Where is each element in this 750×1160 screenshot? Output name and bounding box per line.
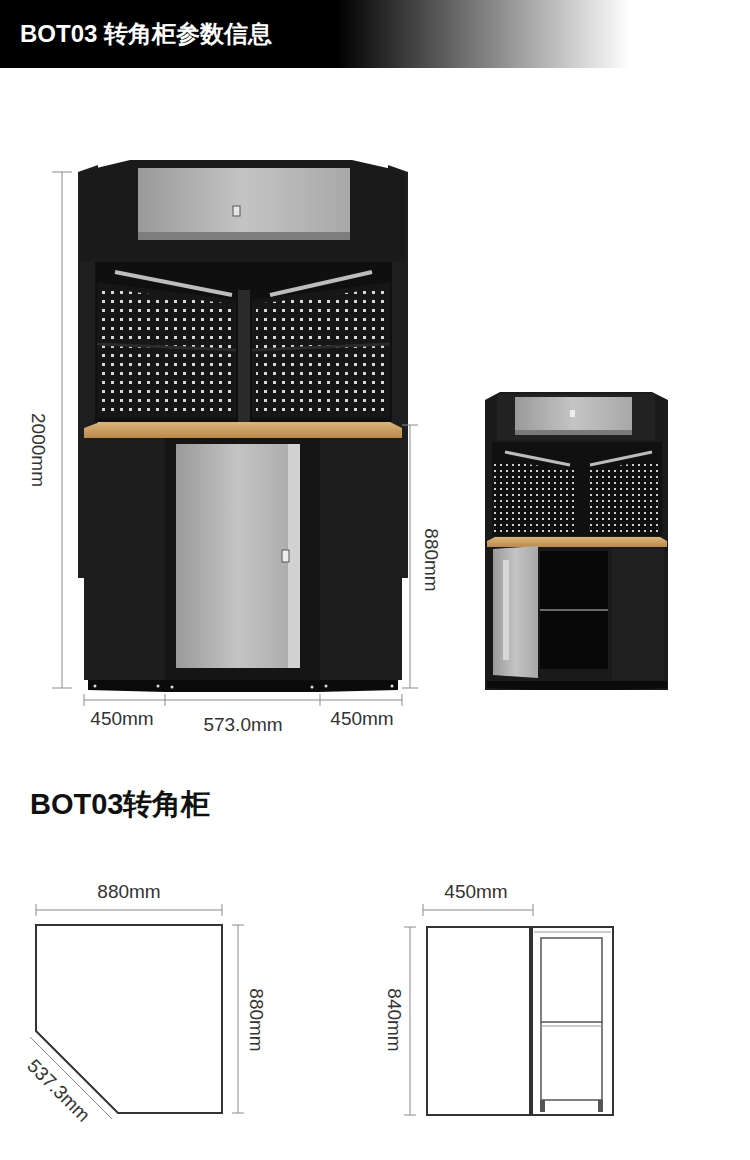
plan-dimension-lines-part: [232, 1113, 244, 1114]
cabinet-photo-part: [157, 685, 160, 688]
open-cabinet-photo-part: [515, 397, 632, 430]
cabinet-photo-part: [84, 422, 402, 438]
cabinet-photo-part: [320, 438, 402, 680]
dimension-label: 880mm: [421, 528, 442, 591]
side-view-part: [541, 938, 602, 1100]
cabinet-photo-part: [391, 685, 394, 688]
dimension-label: 2000mm: [28, 413, 49, 487]
cabinet-photo-part: [252, 282, 390, 418]
section-heading: BOT03转角柜: [30, 789, 210, 821]
open-cabinet-photo-part: [487, 681, 667, 690]
side-view-part: [532, 927, 613, 1115]
cabinet-photo-part: [84, 438, 402, 680]
open-cabinet-photo-part: [487, 537, 667, 547]
dimension-label: 880mm: [97, 882, 160, 903]
plan-dimension-lines-part: [36, 904, 37, 916]
open-cabinet-photo-part: [612, 549, 664, 680]
page-title: BOT03 转角柜参数信息: [20, 21, 272, 47]
dimension-lines-part: [402, 425, 418, 426]
dimension-lines-part: [165, 694, 166, 706]
dimension-lines-part: [410, 425, 411, 688]
dimension-label: 450mm: [330, 709, 393, 730]
header-band: [0, 0, 750, 68]
side-dimension-lines-part: [404, 1115, 416, 1116]
cabinet-photo-part: [97, 282, 236, 418]
open-cabinet-photo-part: [586, 460, 660, 534]
open-cabinet-photo-part: [497, 394, 655, 440]
open-cabinet-photo-part: [493, 546, 538, 678]
dimension-label: 880mm: [246, 988, 267, 1051]
cabinet-photo-part: [288, 444, 300, 668]
plan-dimension-lines-part: [222, 904, 223, 916]
side-dimension-lines-part: [423, 910, 533, 911]
cabinet-photo-part: [88, 680, 398, 692]
side-dimension-lines-part: [423, 904, 424, 916]
cabinet-photo-part: [84, 438, 165, 680]
dimension-label: 840mm: [384, 988, 405, 1051]
open-cabinet-photo-part: [492, 442, 662, 536]
open-cabinet-photo-part: [487, 547, 667, 681]
cabinet-photo-part: [256, 288, 386, 414]
cabinet-photo-part: [97, 344, 236, 350]
open-cabinet-photo-part: [485, 392, 668, 690]
dimension-lines-part: [84, 700, 402, 701]
dimension-label: 537.3mm: [23, 1056, 94, 1127]
dimension-lines-part: [402, 694, 403, 706]
cabinet-photo-part: [176, 444, 300, 668]
side-view-part: [534, 932, 611, 933]
plan-dimension-lines-part: [36, 910, 222, 911]
open-cabinet-photo: [485, 392, 668, 690]
open-cabinet-photo-part: [540, 551, 608, 669]
side-view-part: [541, 1021, 602, 1023]
dimension-lines-part: [52, 172, 72, 173]
cabinet-photo-part: [94, 685, 97, 688]
plan-dimension-lines-part: [232, 925, 244, 926]
cabinet-photo-part: [171, 686, 174, 689]
cabinet-photo-part: [238, 290, 250, 422]
dimension-lines-part: [62, 172, 63, 688]
cabinet-photo-part: [325, 685, 328, 688]
cabinet-photo-part: [233, 206, 240, 216]
side-view-part: [541, 1026, 602, 1027]
cabinet-photo-part: [138, 232, 350, 240]
dimension-lines: [52, 172, 418, 706]
side-view: [427, 927, 613, 1115]
cabinet-photo-part: [95, 262, 392, 422]
cabinet-photo-part: [311, 686, 314, 689]
dimension-label: 450mm: [90, 709, 153, 730]
side-view-part: [540, 1100, 545, 1112]
cabinet-photo-part: [252, 344, 390, 350]
cabinet-photo-part: [80, 160, 405, 262]
open-cabinet-photo-part: [540, 609, 608, 611]
cabinet-photo: [78, 160, 408, 692]
side-dimension-lines-part: [410, 927, 411, 1115]
open-cabinet-photo-part: [503, 560, 509, 660]
cabinet-photo-part: [282, 550, 289, 562]
side-dimension-lines-part: [533, 904, 534, 916]
cabinet-photo-part: [101, 288, 232, 414]
open-cabinet-photo-part: [494, 460, 574, 534]
dimension-label: 450mm: [444, 882, 507, 903]
dimension-lines-part: [402, 688, 418, 689]
plan-dimension-lines-part: [238, 925, 239, 1113]
dimension-lines-part: [84, 694, 85, 706]
cabinet-photo-part: [138, 168, 350, 232]
side-view-part: [427, 927, 530, 1115]
open-cabinet-photo-part: [515, 430, 632, 435]
dimension-lines-part: [52, 688, 72, 689]
side-view-part: [598, 1100, 603, 1112]
dimension-label: 573.0mm: [203, 715, 282, 736]
side-dimension-lines-part: [404, 927, 416, 928]
open-cabinet-photo-part: [570, 410, 575, 417]
dimension-lines-part: [320, 694, 321, 706]
side-dimension-lines: [404, 904, 533, 1115]
header-band-part: [0, 0, 750, 68]
